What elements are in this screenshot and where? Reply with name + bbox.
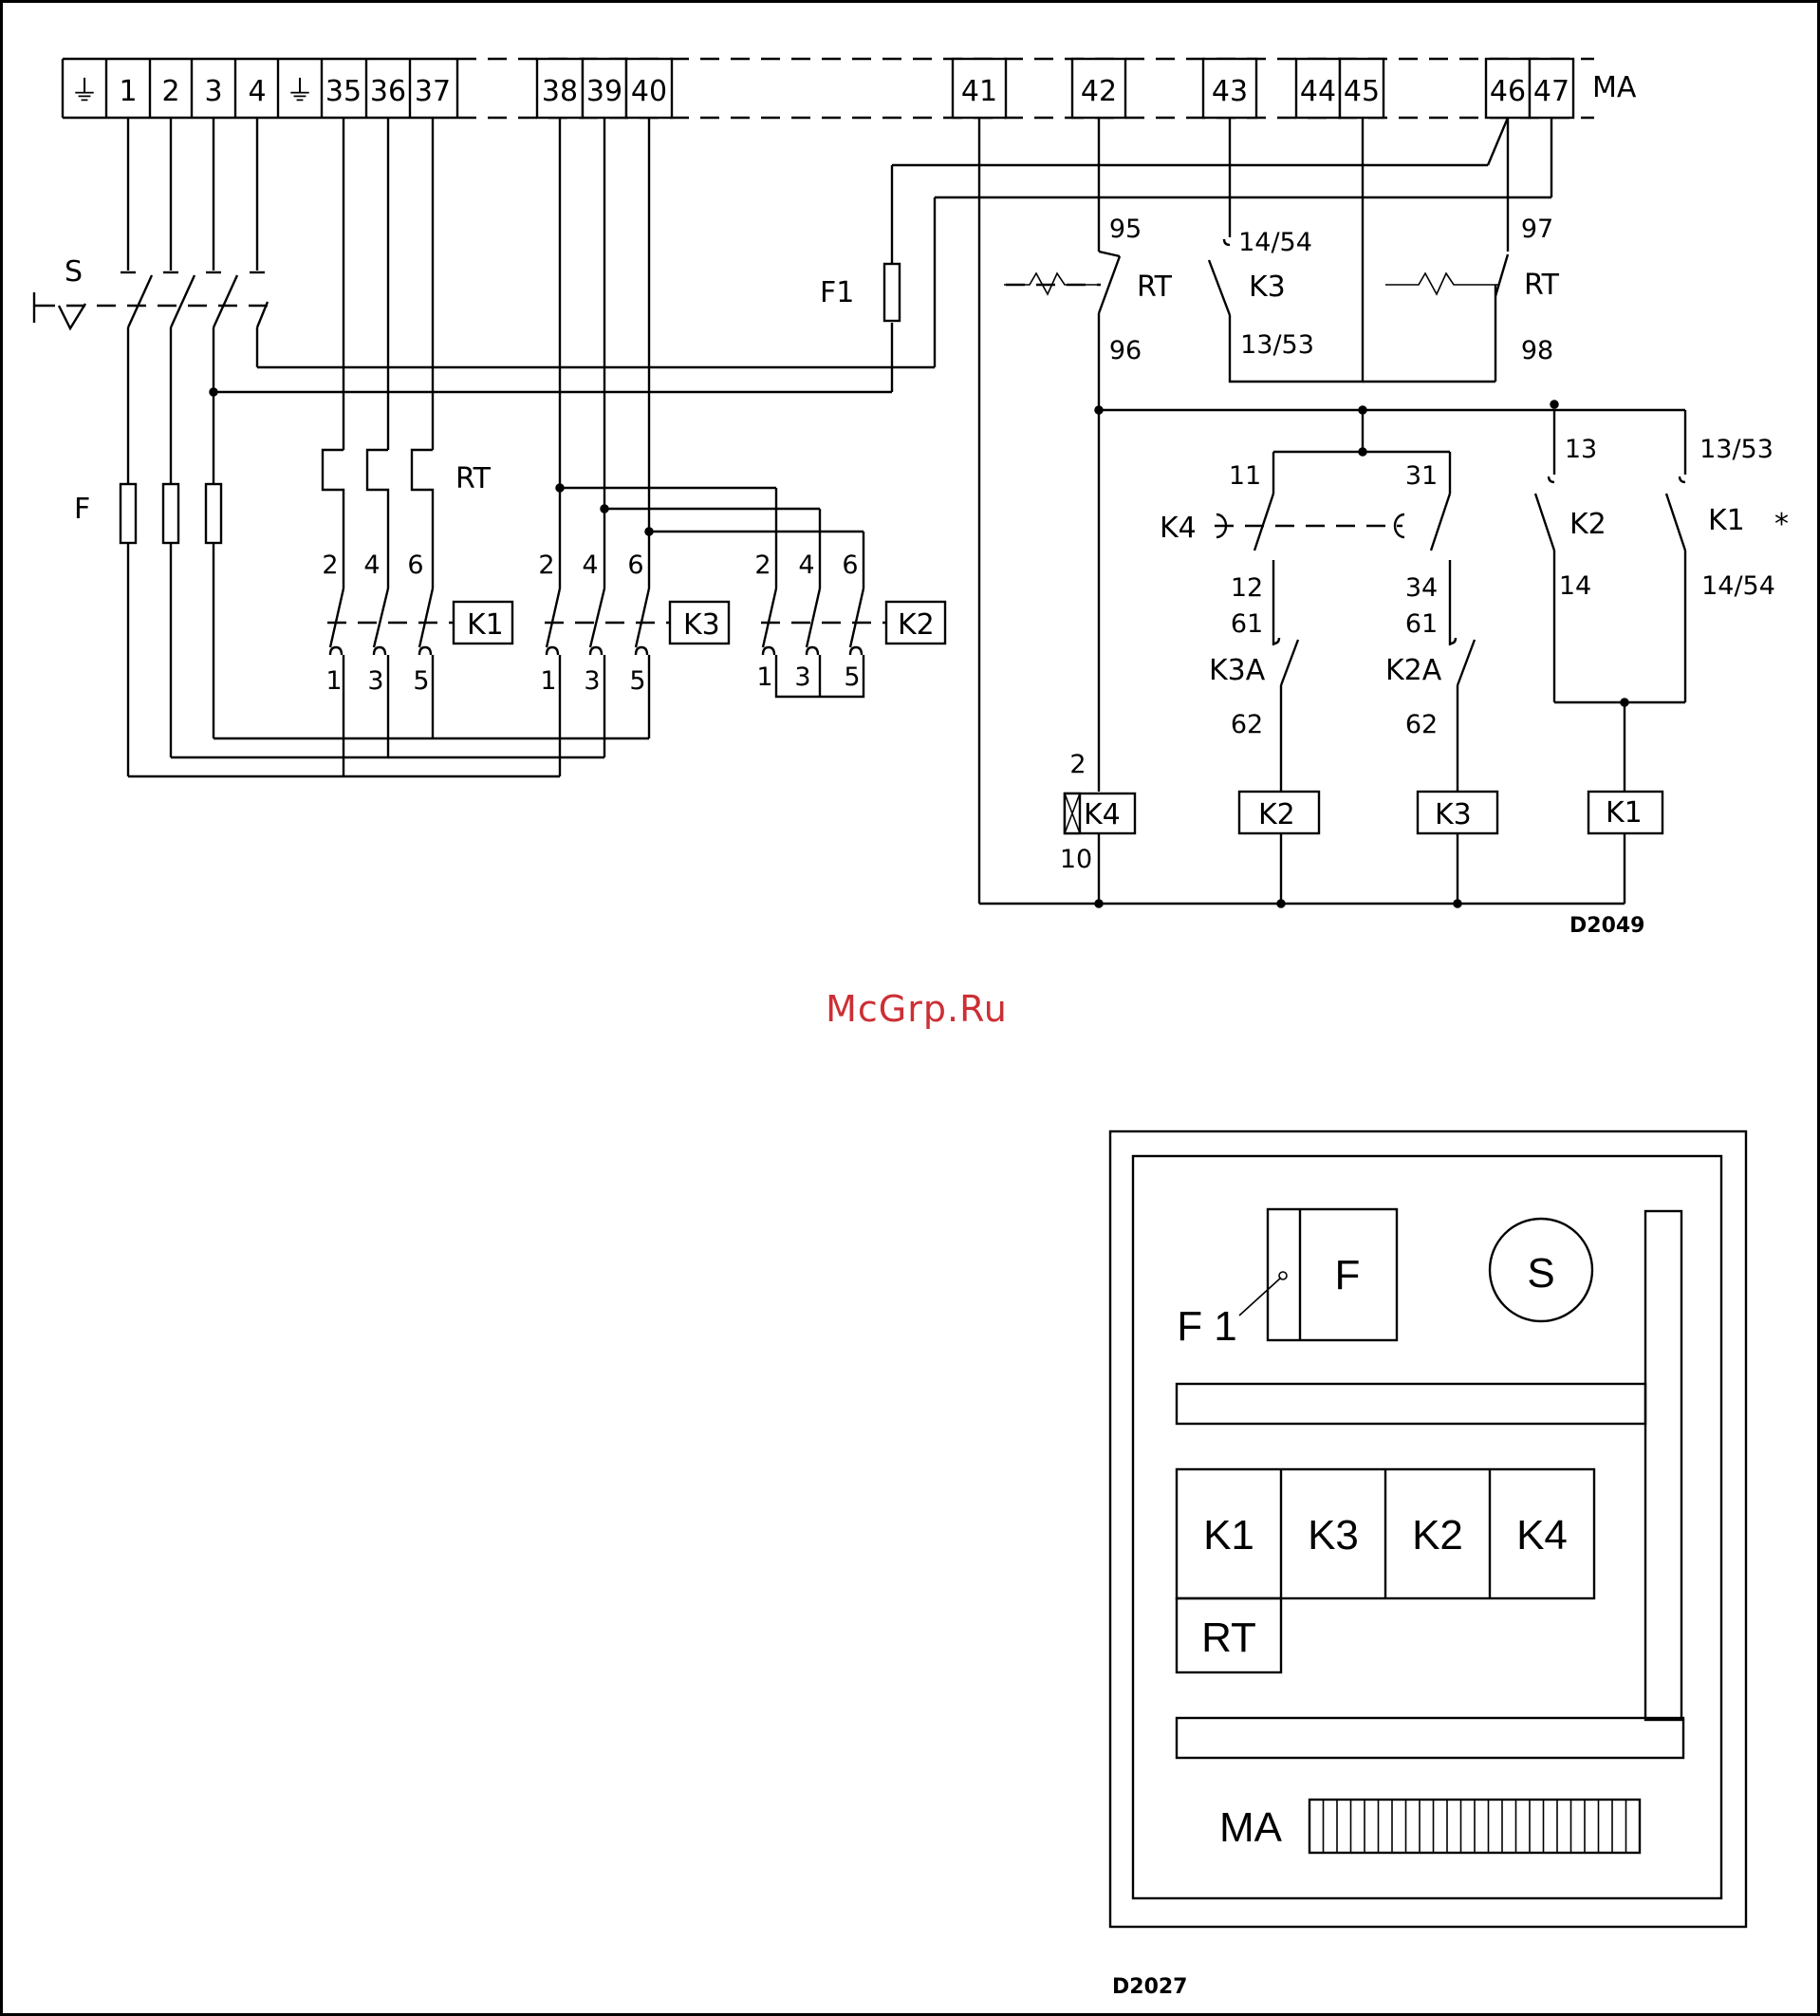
terminal-45: 45 (1344, 75, 1380, 108)
main-switch-s (34, 118, 268, 328)
ground-terminal-1: ⏚ (70, 75, 99, 108)
rt-control-label-2: RT (1524, 269, 1560, 302)
pin-12: 12 (1231, 573, 1263, 603)
ma-terminal-strip (1324, 1800, 1626, 1853)
pin-k4-2: 2 (1069, 750, 1086, 779)
pin-k3-14-54: 14/54 (1238, 228, 1312, 257)
pin-k3-2: 2 (538, 551, 554, 580)
pin-k1-2: 2 (322, 551, 338, 580)
terminal-37: 37 (415, 75, 451, 108)
k1-main-label: K1 (467, 608, 504, 642)
coils-row (1065, 792, 1662, 907)
ground-terminal-2: ⏚ (286, 75, 314, 108)
pin-34: 34 (1405, 573, 1438, 603)
pin-k1-13-53: 13/53 (1699, 435, 1774, 464)
terminal-41: 41 (961, 75, 997, 108)
terminal-2: 2 (161, 75, 179, 108)
pin-k3-6: 6 (627, 551, 643, 580)
pin-k3-4: 4 (582, 551, 598, 580)
k2a-label: K2A (1385, 654, 1442, 687)
panel-module-4: K4 (1516, 1512, 1568, 1559)
pin-k2-13: 13 (1565, 435, 1597, 464)
terminal-42: 42 (1081, 75, 1117, 108)
pin-31: 31 (1405, 461, 1438, 491)
fuse-f-label: F (74, 493, 90, 526)
k2-main-label: K2 (898, 608, 935, 642)
k2-aux-label: K2 (1569, 508, 1606, 541)
terminal-strip-label: MA (1592, 71, 1637, 104)
pin-k1-6: 6 (407, 551, 423, 580)
pin-k3-3: 3 (584, 666, 600, 696)
pin-95: 95 (1109, 215, 1142, 244)
pin-k2-5: 5 (844, 663, 860, 692)
terminal-44: 44 (1300, 75, 1336, 108)
rt-power-label: RT (455, 462, 492, 495)
watermark: McGrp.Ru (826, 988, 1008, 1030)
k3-coil-label: K3 (1435, 798, 1472, 831)
terminal-35: 35 (325, 75, 362, 108)
terminal-39: 39 (586, 75, 622, 108)
pin-k2a-62: 62 (1405, 710, 1438, 739)
k3a-label: K3A (1209, 654, 1266, 687)
pin-k1-3: 3 (367, 666, 383, 696)
pin-k3-1: 1 (540, 666, 556, 696)
terminal-4: 4 (248, 75, 266, 108)
switch-s-label: S (65, 255, 83, 289)
pin-k2-6: 6 (842, 551, 858, 580)
pin-k3a-61: 61 (1231, 609, 1263, 639)
panel-module-1: K1 (1203, 1512, 1254, 1559)
terminal-3: 3 (204, 75, 222, 108)
panel-ma-label: MA (1219, 1804, 1283, 1851)
panel-module-3: K2 (1412, 1512, 1463, 1559)
k4-contact-label: K4 (1160, 512, 1197, 545)
k3-main-label: K3 (683, 608, 720, 642)
fuse-f1-label: F1 (820, 276, 854, 309)
pin-k3a-62: 62 (1231, 710, 1263, 739)
pin-k2-1: 1 (756, 663, 772, 692)
pin-k2a-61: 61 (1405, 609, 1438, 639)
pin-k1-5: 5 (413, 666, 429, 696)
rt-control-label-1: RT (1137, 271, 1173, 304)
panel-f-label: F (1335, 1252, 1361, 1298)
terminal-46: 46 (1490, 75, 1526, 108)
panel-code: D2027 (1112, 1975, 1188, 1999)
fuses-f (121, 327, 433, 776)
k2-k1-aux-contacts (1535, 401, 1685, 792)
pin-k1-14-54: 14/54 (1701, 571, 1775, 601)
panel-s-label: S (1527, 1250, 1554, 1297)
k1-aux-label: K1 (1708, 504, 1745, 537)
pin-k3-5: 5 (629, 666, 645, 696)
pin-98: 98 (1521, 336, 1553, 365)
pin-k1-4: 4 (363, 551, 380, 580)
pin-k2-3: 3 (794, 663, 810, 692)
pin-k2-14: 14 (1559, 571, 1591, 601)
star-note: * (1774, 508, 1789, 541)
pin-k1-1: 1 (325, 666, 342, 696)
pin-97: 97 (1521, 215, 1553, 244)
pin-k3-13-53: 13/53 (1240, 330, 1314, 360)
terminal-1: 1 (119, 75, 137, 108)
terminal-47: 47 (1533, 75, 1569, 108)
terminal-40: 40 (631, 75, 667, 108)
k2-coil-label: K2 (1258, 798, 1295, 831)
panel-f1-label: F 1 (1177, 1303, 1237, 1350)
pin-k4-10: 10 (1060, 845, 1092, 874)
pin-k2-4: 4 (798, 551, 814, 580)
panel-rt-label: RT (1201, 1615, 1256, 1661)
terminal-38: 38 (542, 75, 578, 108)
control-feed (210, 118, 1551, 396)
pin-k2-2: 2 (754, 551, 771, 580)
diagram-code: D2049 (1569, 914, 1645, 938)
k3-aux-label: K3 (1249, 271, 1286, 304)
terminal-36: 36 (370, 75, 406, 108)
k4-coil-label: K4 (1084, 798, 1121, 831)
pin-96: 96 (1109, 336, 1142, 365)
k1-coil-label: K1 (1606, 796, 1643, 830)
pin-11: 11 (1229, 461, 1261, 491)
panel-module-2: K3 (1308, 1512, 1359, 1559)
terminal-43: 43 (1212, 75, 1248, 108)
